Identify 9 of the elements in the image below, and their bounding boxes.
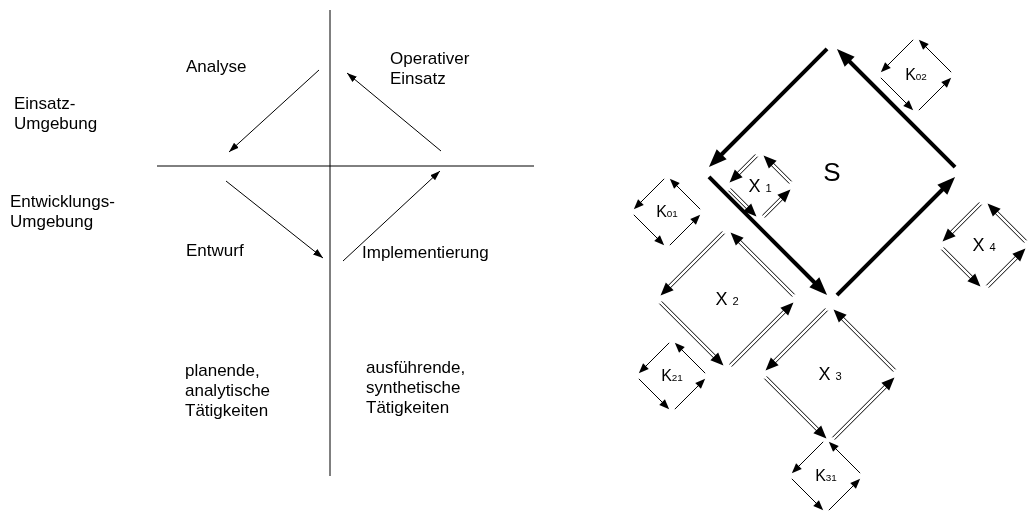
text-label: Entwicklungs-Umgebung: [10, 192, 116, 232]
diamond-label: S: [823, 159, 841, 185]
text-label: Operativer Einsatz: [390, 49, 471, 89]
text-label: ausführende, synthetische Tätigkeiten: [366, 358, 467, 418]
text-label: Implementierung: [362, 243, 490, 263]
text-label: Entwurf: [186, 241, 245, 261]
text-label: Einsatz-Umgebung: [14, 94, 99, 134]
text-label: Analyse: [186, 57, 248, 77]
text-label: planende, analytische Tätigkeiten: [185, 361, 272, 421]
